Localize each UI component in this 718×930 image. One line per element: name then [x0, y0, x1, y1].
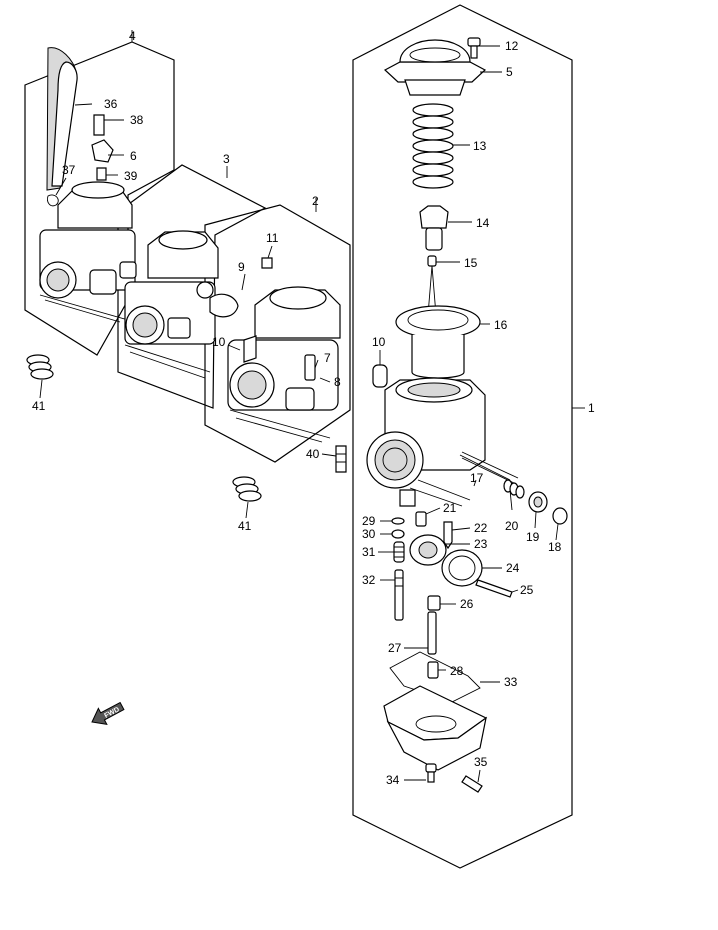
screw-part-35	[461, 775, 483, 793]
callout-9: 9	[238, 260, 245, 274]
callout-39: 39	[124, 169, 138, 183]
cover-part-24	[441, 549, 483, 587]
spring-part-41-lower	[232, 476, 262, 502]
callout-1: 1	[588, 401, 595, 415]
carburetor-assembly-4	[39, 47, 137, 323]
callout-2: 2	[312, 194, 319, 208]
float-bowl	[383, 685, 488, 771]
assembly-outline-3	[117, 164, 267, 409]
top-cap-part-5	[383, 39, 487, 96]
callout-33: 33	[504, 675, 518, 689]
callout-7: 7	[324, 351, 331, 365]
carburetor-assembly-2	[209, 257, 347, 473]
diaphragm-piston-part-16	[395, 305, 481, 379]
callout-5: 5	[506, 65, 513, 79]
callout-31: 31	[362, 545, 376, 559]
callout-37: 37	[62, 163, 76, 177]
cap-part-18	[552, 507, 568, 525]
callout-28: 28	[450, 664, 464, 678]
carburetor-assembly-3	[124, 230, 219, 379]
pilot-screw-part-32	[394, 569, 404, 621]
washer-part-29	[391, 517, 405, 525]
callout-15: 15	[464, 256, 478, 270]
callout-labels: 1 2 3 4 5 6 7 8 9 10 10 11 12 13 14 15 1…	[32, 29, 595, 787]
callout-4: 4	[129, 29, 136, 43]
spring-part-13	[412, 103, 454, 189]
callout-30: 30	[362, 527, 376, 541]
callout-16: 16	[494, 318, 508, 332]
callout-18: 18	[548, 540, 562, 554]
plunger-part-22	[443, 521, 453, 550]
callout-8: 8	[334, 375, 341, 389]
callout-29: 29	[362, 514, 376, 528]
callout-10-left: 10	[212, 335, 226, 349]
jet-part-26	[427, 595, 441, 611]
plug-part-21	[415, 511, 427, 527]
assembly-outline-2	[204, 204, 351, 463]
spring-part-41-left	[26, 354, 54, 380]
assembly-outline-1	[352, 4, 573, 869]
callout-35: 35	[474, 755, 488, 769]
callout-19: 19	[526, 530, 540, 544]
callout-12: 12	[505, 39, 519, 53]
callout-20: 20	[505, 519, 519, 533]
callout-14: 14	[476, 216, 490, 230]
gasket-part-33	[389, 651, 481, 703]
callout-24: 24	[506, 561, 520, 575]
callout-17: 17	[470, 471, 484, 485]
screw-part-12	[467, 37, 481, 59]
fwd-label: FWD	[103, 706, 120, 720]
needle-holder-part-14	[419, 205, 449, 251]
spring-part-31	[393, 541, 405, 563]
callout-23: 23	[474, 537, 488, 551]
nut-part-19	[528, 491, 548, 513]
callout-41-left: 41	[32, 399, 46, 413]
callout-21: 21	[443, 501, 457, 515]
callout-6: 6	[130, 149, 137, 163]
fwd-arrow-icon: FWD	[91, 701, 125, 725]
needle-jet-part-27	[427, 611, 437, 655]
diaphragm-part-23	[409, 534, 447, 566]
spring-part-20	[503, 479, 525, 499]
callout-13: 13	[473, 139, 487, 153]
callout-36: 36	[104, 97, 118, 111]
callout-22: 22	[474, 521, 488, 535]
callout-41-lower: 41	[238, 519, 252, 533]
callout-3: 3	[223, 152, 230, 166]
plug-part-10	[372, 364, 388, 388]
callout-32: 32	[362, 573, 376, 587]
leader-lines	[39, 30, 585, 783]
callout-11: 11	[266, 231, 279, 245]
drain-screw-part-34	[425, 763, 437, 783]
callout-40: 40	[306, 447, 320, 461]
callout-38: 38	[130, 113, 144, 127]
callout-34: 34	[386, 773, 400, 787]
oring-part-30	[391, 529, 405, 539]
carburetor-body	[366, 377, 511, 507]
assembly-outline-4	[24, 41, 175, 356]
callout-27: 27	[388, 641, 402, 655]
callout-10-right: 10	[372, 335, 386, 349]
callout-26: 26	[460, 597, 474, 611]
main-jet-part-28	[427, 661, 439, 679]
callout-25: 25	[520, 583, 534, 597]
pin-part-25	[475, 579, 513, 598]
